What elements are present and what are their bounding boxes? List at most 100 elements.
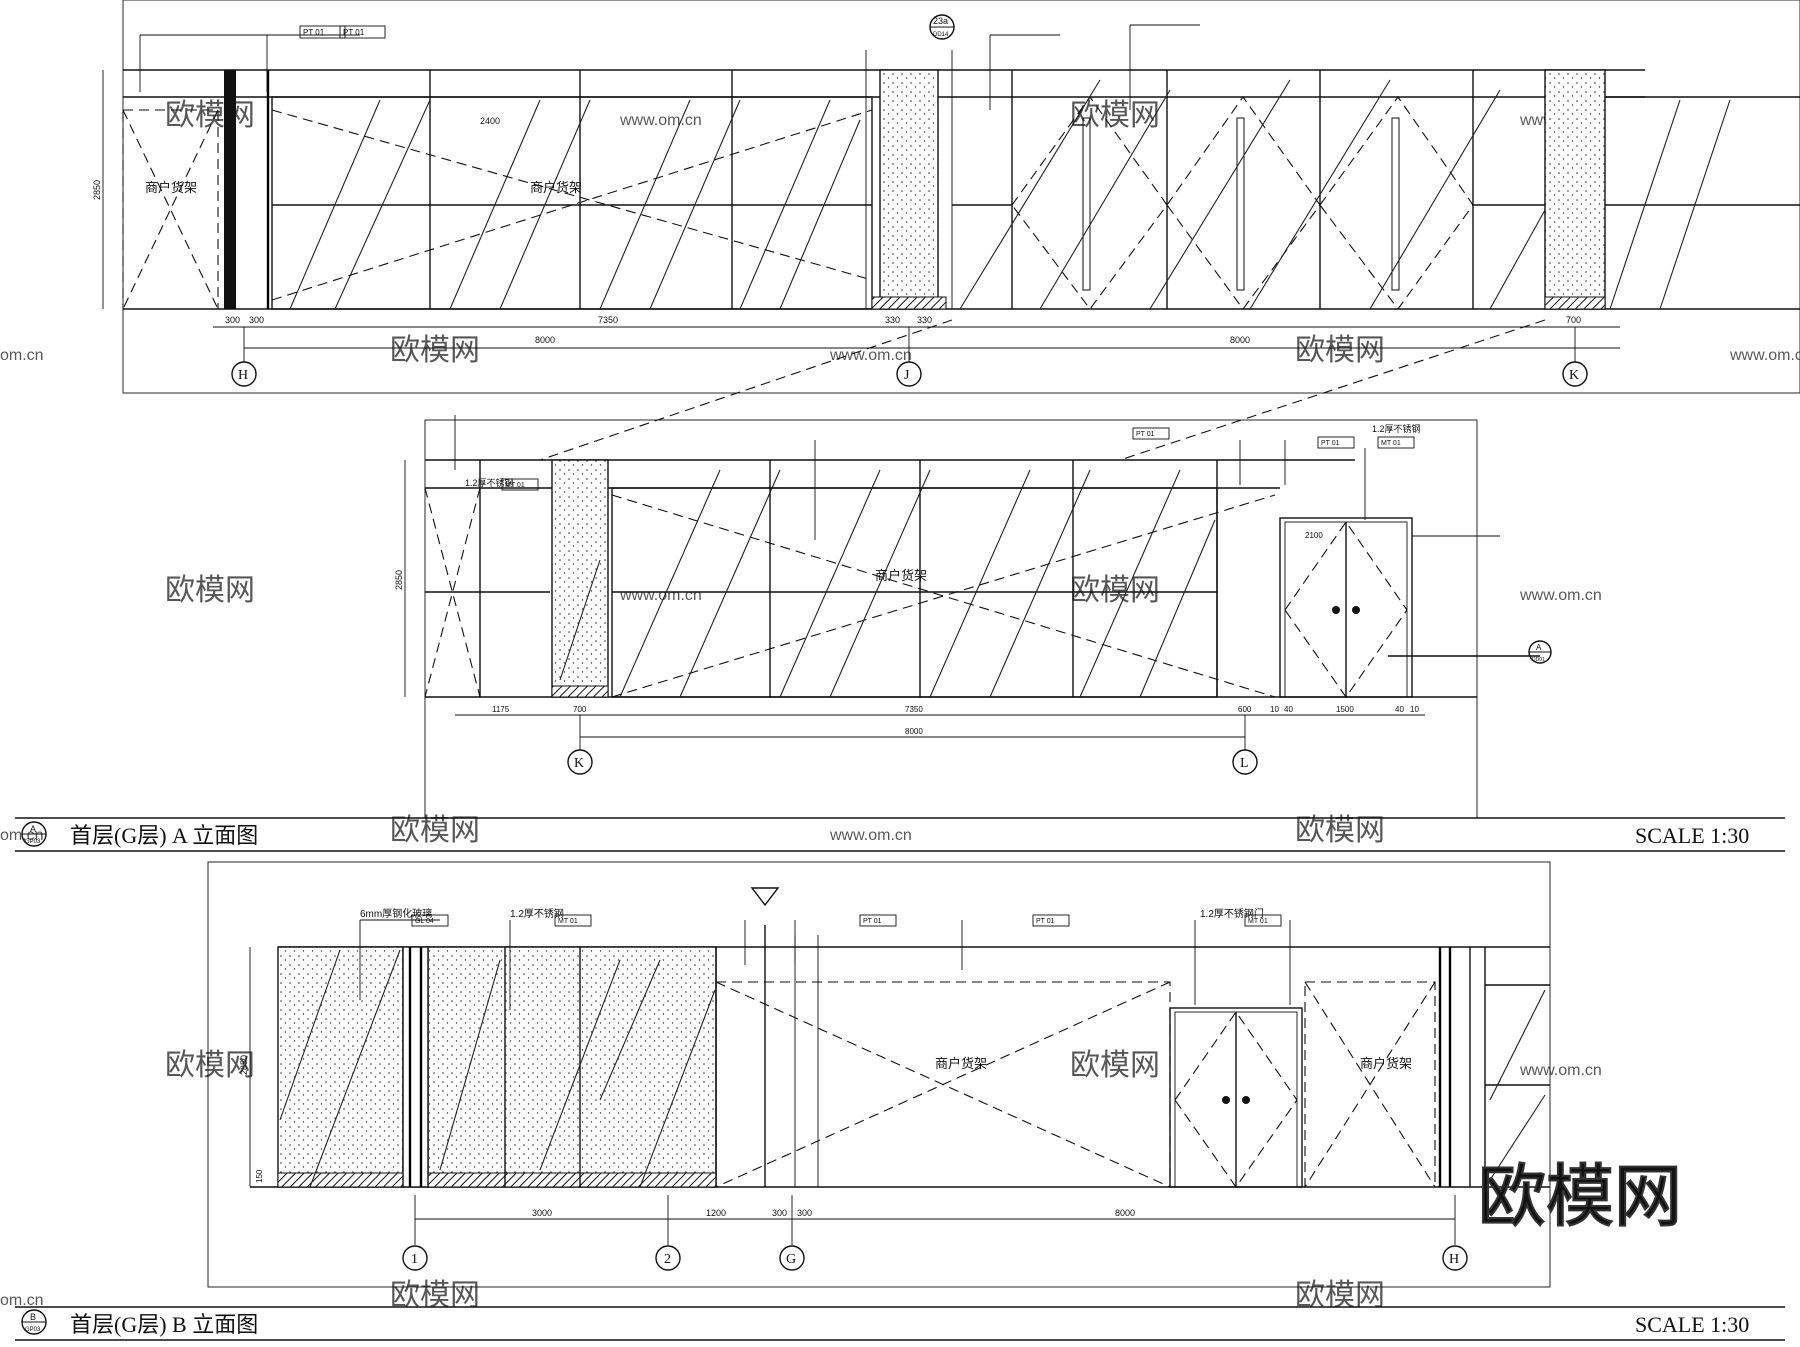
watermark-url: om.cn [0, 347, 44, 364]
drawing-symbol-letter: A [30, 824, 36, 834]
material-tag: PT 01 [863, 918, 882, 925]
dim: 300 [772, 1208, 787, 1218]
shelf-label: 商户货架 [145, 180, 197, 195]
material-tag: MT 01 [1381, 440, 1401, 447]
watermark-url: www.om.cn [829, 827, 912, 844]
watermark-text: 欧模网 [1070, 1049, 1160, 1082]
grid-bubble-j [896, 361, 922, 387]
dim: 330 [917, 315, 932, 325]
material-tag: PT 01 [303, 28, 325, 37]
dim: 700 [1566, 315, 1581, 325]
dim: 10 [1270, 705, 1279, 714]
detail-sheet: DD14 [933, 32, 949, 38]
title-bar-a: A GP03 首层(G层) A 立面图 SCALE 1:30 [15, 817, 1785, 852]
grid-label: L [1240, 756, 1249, 771]
dim: 8000 [1115, 1208, 1135, 1218]
detail-number: 23a [933, 16, 948, 26]
watermark-url: www.om.cn [1729, 347, 1800, 364]
grid-label: 1 [411, 1252, 418, 1267]
detail-sheet: DD01 [1532, 657, 1545, 663]
shelf-label: 商户货架 [530, 180, 582, 195]
elevation-a-upper: 商户货架 商户货架 2400 [92, 0, 1800, 394]
dim-ceiling-height: 2400 [480, 116, 500, 126]
detail-letter: A [1536, 643, 1542, 652]
grid-bubble-h [231, 361, 257, 387]
pier-column [551, 459, 609, 698]
dim: 600 [1238, 705, 1252, 714]
watermark-url: www.om.cn [619, 587, 702, 604]
material-tag: MT 01 [1248, 918, 1268, 925]
dim-height: 150 [255, 1169, 264, 1183]
grid-label: H [1449, 1252, 1459, 1267]
material-tag: GL 04 [415, 918, 434, 925]
material-tag: MT 01 [558, 918, 578, 925]
grid-label: H [238, 368, 248, 383]
dim: 8000 [1230, 335, 1250, 345]
watermark-url: www.om.cn [829, 347, 912, 364]
drawing-scale: SCALE 1:30 [1635, 1312, 1749, 1337]
watermark-url: om.cn [0, 1292, 44, 1309]
watermark-text: 欧模网 [1295, 334, 1385, 367]
dim: 1500 [1336, 705, 1354, 714]
drawing-symbol-sheet: GP03 [25, 1327, 41, 1333]
grid-label: K [1569, 368, 1579, 383]
dim: 2100 [1305, 531, 1323, 540]
dim: 1200 [706, 1208, 726, 1218]
grid-label: 2 [664, 1252, 671, 1267]
material-tag: PT 01 [343, 28, 365, 37]
dim: 40 [1284, 705, 1293, 714]
dim: 8000 [535, 335, 555, 345]
material-tag: PT 01 [1321, 440, 1340, 447]
dim: 7350 [598, 315, 618, 325]
watermark-text: 欧模网 [1295, 814, 1385, 847]
grid-label: K [574, 756, 584, 771]
b-frame [207, 861, 1551, 1288]
shelf-label: 商户货架 [875, 568, 927, 583]
drawing-title: 首层(G层) B 立面图 [70, 1312, 258, 1337]
watermark-text: 欧模网 [390, 334, 480, 367]
grid-label: G [786, 1252, 796, 1267]
brand-watermark: 欧模网 [1478, 1159, 1682, 1235]
dim-height: 2850 [394, 570, 404, 590]
grid-bubble-h [1442, 1245, 1468, 1271]
drawing-symbol-sheet: GP03 [25, 839, 41, 845]
material-label: 1.2厚不锈钢 [465, 477, 514, 488]
shelf-label: 商户货架 [935, 1056, 987, 1071]
elevation-b: 商户货架 商户货架 6mm厚钢化玻璃 GL 04 [207, 861, 1551, 1288]
watermark-url: www.om.cn [1519, 1062, 1602, 1079]
watermark-text: 欧模网 [1070, 574, 1160, 607]
dim: 300 [249, 315, 264, 325]
steel-column [224, 70, 236, 309]
watermark-text: 欧模网 [165, 1049, 255, 1082]
watermark-text: 欧模网 [165, 574, 255, 607]
shelf-label: 商户货架 [1360, 1056, 1412, 1071]
watermark-url: www.om.cn [619, 112, 702, 129]
material-label: 6mm厚钢化玻璃 [360, 907, 432, 920]
dim: 330 [885, 315, 900, 325]
pier-column [1544, 69, 1606, 310]
dim: 700 [573, 705, 587, 714]
title-bar-b: B GP03 首层(G层) B 立面图 SCALE 1:30 [15, 1306, 1785, 1341]
grid-bubble-1 [402, 1245, 428, 1271]
elevation-a-lower: 商户货架 2100 A DD01 MT 01 1.2厚不锈钢 PT 01 PT … [394, 415, 1552, 819]
grid-label: J [904, 368, 910, 383]
dim: 8000 [905, 727, 923, 736]
watermark-text: 欧模网 [390, 814, 480, 847]
material-label: 1.2厚不锈钢 [1372, 423, 1421, 434]
dim: 300 [225, 315, 240, 325]
section-marker [750, 887, 780, 907]
pier-column [879, 69, 939, 310]
dim: 1175 [492, 705, 510, 714]
dim: 40 [1395, 705, 1404, 714]
material-label: 1.2厚不锈钢门 [1200, 907, 1264, 920]
drawing-scale: SCALE 1:30 [1635, 823, 1749, 848]
drawing-symbol-letter: B [30, 1312, 36, 1322]
grid-bubble-k [1562, 361, 1588, 387]
dim: 300 [797, 1208, 812, 1218]
grid-bubble-l [1232, 749, 1258, 775]
material-label: 1.2厚不锈钢 [510, 907, 564, 920]
dim: 10 [1410, 705, 1419, 714]
dim-height: 2850 [92, 180, 102, 200]
drawing-title: 首层(G层) A 立面图 [70, 823, 258, 848]
